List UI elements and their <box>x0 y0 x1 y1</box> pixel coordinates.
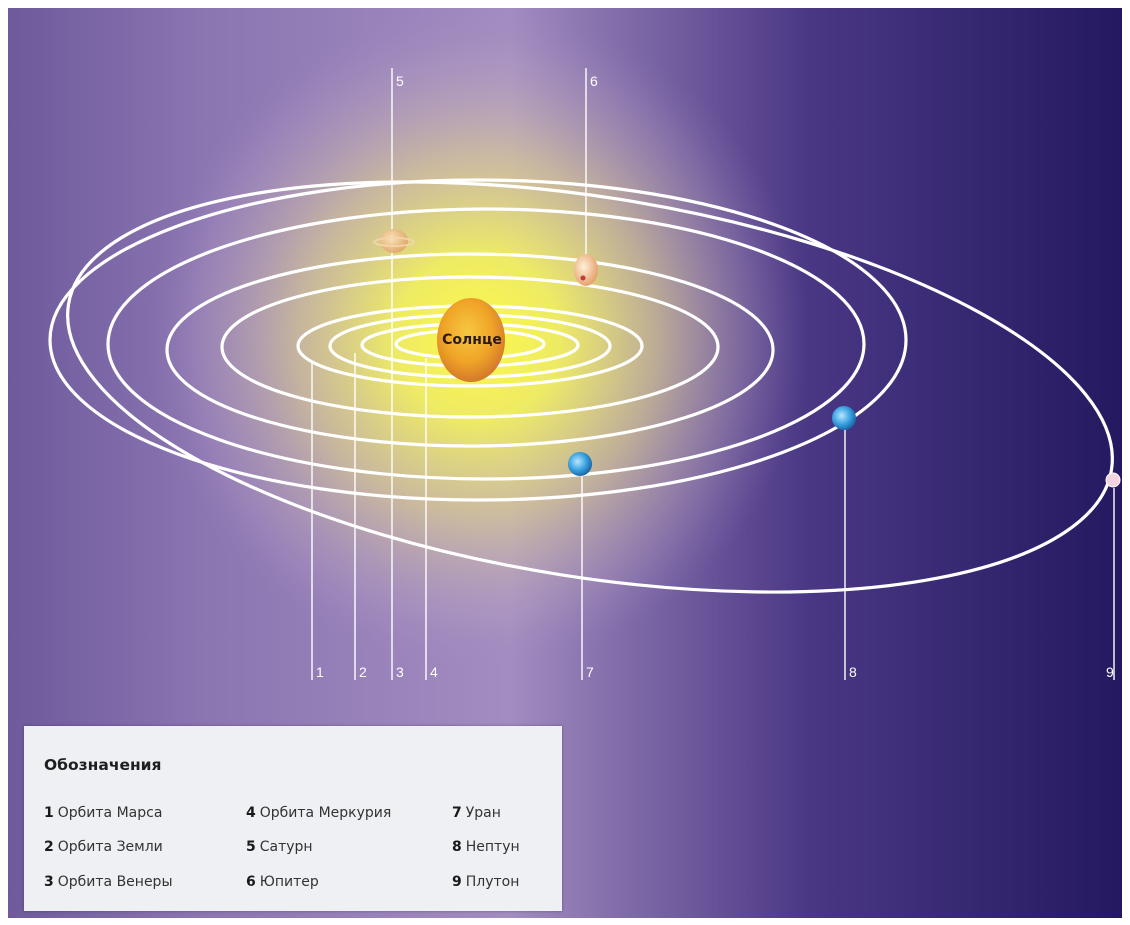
orbit-outer-2 <box>48 178 908 502</box>
callout-label-1: 1 <box>316 664 324 680</box>
sun: Солнце <box>437 298 505 382</box>
legend-item-text: Орбита Земли <box>57 839 163 855</box>
callout-label-7: 7 <box>586 664 594 680</box>
legend-item-text: Орбита Марса <box>57 805 163 821</box>
callout-label-5: 5 <box>396 73 404 89</box>
legend-item-text: Плутон <box>465 874 520 890</box>
callout-label-4: 4 <box>430 664 438 680</box>
legend-item-text: Юпитер <box>259 874 319 890</box>
legend-item-text: Орбита Меркурия <box>259 805 392 821</box>
callout-label-8: 8 <box>849 664 857 680</box>
neptune <box>832 406 856 430</box>
legend-item-number: 7 <box>452 805 462 821</box>
callout-label-3: 3 <box>396 664 404 680</box>
callout-lines <box>311 68 1115 680</box>
solar-system-diagram: Солнце 1 2 3 4 5 6 7 8 9 <box>8 8 1122 918</box>
legend-item-number: 2 <box>44 839 54 855</box>
orbit-middle-1 <box>220 275 720 419</box>
legend-item-number: 9 <box>452 874 462 890</box>
legend-item-number: 6 <box>246 874 256 890</box>
sun-body <box>437 298 505 382</box>
legend-item-text: Уран <box>465 805 501 821</box>
sun-label: Солнце <box>442 332 502 348</box>
legend-item-text: Нептун <box>465 839 520 855</box>
legend-item-number: 3 <box>44 874 54 890</box>
callout-label-9: 9 <box>1106 664 1114 680</box>
jupiter <box>574 254 598 286</box>
orbit-outer-1 <box>106 207 866 481</box>
legend-item-number: 8 <box>452 839 462 855</box>
orbit-pluto <box>66 180 1114 594</box>
legend-title: Обозначения <box>44 756 162 774</box>
callout-label-2: 2 <box>359 664 367 680</box>
legend-item-text: Орбита Венеры <box>57 874 173 890</box>
legend-item-text: Сатурн <box>259 839 313 855</box>
uranus <box>568 452 592 476</box>
callout-labels: 1 2 3 4 5 6 7 8 9 <box>316 73 1114 680</box>
orbit-middle-2 <box>165 252 775 448</box>
callout-label-6: 6 <box>590 73 598 89</box>
legend-item-number: 5 <box>246 839 256 855</box>
legend-item-number: 4 <box>246 805 256 821</box>
legend-item-number: 1 <box>44 805 54 821</box>
saturn <box>373 229 415 253</box>
pluto <box>1105 472 1121 488</box>
